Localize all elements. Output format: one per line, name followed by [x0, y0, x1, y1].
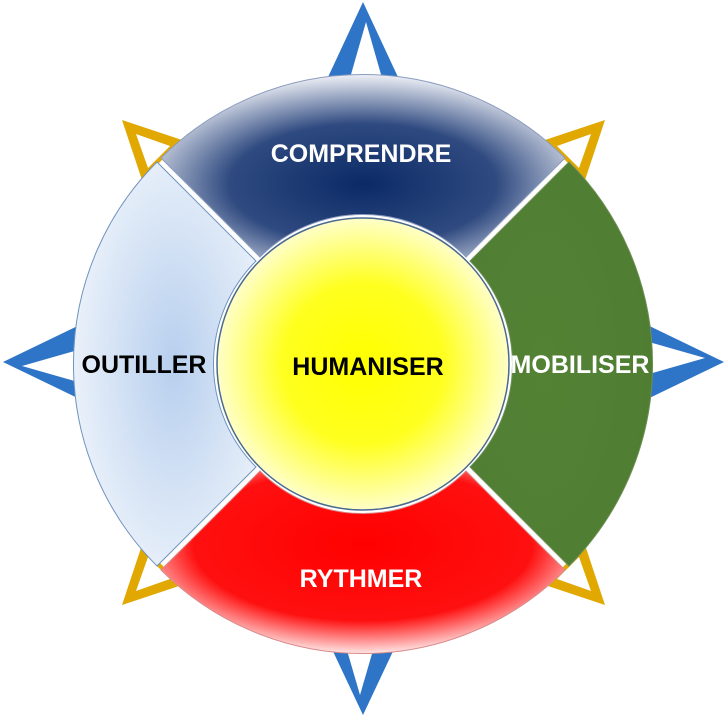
- segment-right: [469, 161, 654, 567]
- compass-point-north-inner: [350, 22, 382, 78]
- compass-point-west-inner: [22, 350, 78, 382]
- label-left: OUTILLER: [82, 351, 207, 379]
- center-circle: [216, 217, 510, 511]
- segment-top: [160, 73, 566, 258]
- compass-point-northwest-inner: [136, 134, 170, 168]
- compass-point-east-inner: [649, 342, 705, 374]
- compass-point-southwest-inner: [136, 557, 170, 591]
- label-top: COMPRENDRE: [271, 140, 452, 168]
- segment-bottom: [160, 470, 566, 655]
- ring-segments: [72, 73, 654, 655]
- compass-point-northeast-inner: [557, 134, 591, 168]
- compass-diagonal-points: [122, 120, 605, 605]
- label-center: HUMANISER: [292, 353, 443, 381]
- compass-point-southeast-inner: [557, 557, 591, 591]
- label-right: MOBILISER: [511, 351, 650, 379]
- label-bottom: RYTHMER: [300, 565, 423, 593]
- segment-left: [72, 161, 257, 567]
